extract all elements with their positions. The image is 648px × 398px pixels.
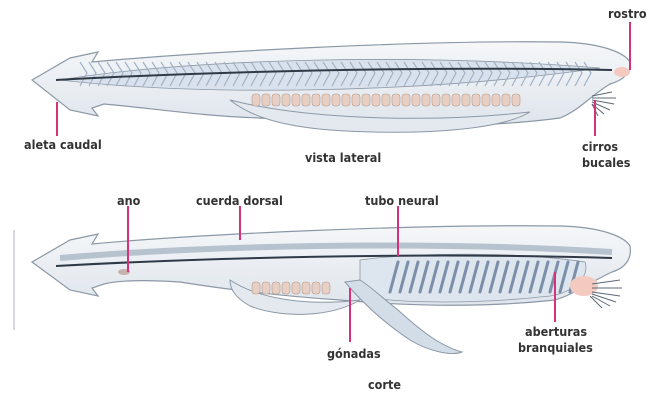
gonad-segment (332, 94, 340, 106)
gonad-segment (362, 94, 370, 106)
label-cirros: cirros (582, 139, 618, 154)
label-rostro: rostro (608, 6, 647, 21)
gonad-segment (472, 94, 480, 106)
gonad-segment (382, 94, 390, 106)
gonad-segment (302, 94, 310, 106)
gonad-segment (282, 282, 290, 294)
gonad-segment (312, 282, 320, 294)
gonad-segment (442, 94, 450, 106)
gonad-segment (292, 282, 300, 294)
gonad-segment (452, 94, 460, 106)
label-bucales: bucales (582, 155, 631, 170)
gonad-segment (252, 94, 260, 106)
gonad-segment (372, 94, 380, 106)
gonad-segment (422, 94, 430, 106)
gonad-segment (252, 282, 260, 294)
label-corte: corte (368, 377, 401, 392)
gonad-segment (502, 94, 510, 106)
gonad-segment (392, 94, 400, 106)
gonad-segment (312, 94, 320, 106)
gonad-segment (462, 94, 470, 106)
label-aberturas: aberturas (525, 324, 587, 339)
gonad-segment (272, 282, 280, 294)
section-mouth (570, 276, 598, 296)
gonad-segment (282, 94, 290, 106)
gonad-segment (512, 94, 520, 106)
label-ano: ano (117, 193, 140, 208)
gonad-segment (412, 94, 420, 106)
lateral-view-figure (32, 22, 630, 136)
gonad-segment (492, 94, 500, 106)
label-aleta-caudal: aleta caudal (24, 137, 102, 152)
gonad-segment (402, 94, 410, 106)
gonad-segment (322, 282, 330, 294)
gonad-segment (352, 94, 360, 106)
rostrum-tip (614, 67, 630, 77)
label-cuerda-dorsal: cuerda dorsal (196, 193, 283, 208)
gonad-segment (482, 94, 490, 106)
gonad-segment (322, 94, 330, 106)
label-tubo-neural: tubo neural (365, 193, 439, 208)
gonad-segment (302, 282, 310, 294)
label-gonadas: gónadas (327, 346, 381, 361)
lateral-gonads (252, 94, 520, 106)
gonad-segment (262, 94, 270, 106)
gonad-segment (262, 282, 270, 294)
label-vista-lateral: vista lateral (305, 150, 381, 165)
gonad-segment (272, 94, 280, 106)
label-branquiales: branquiales (518, 340, 593, 355)
gonad-segment (292, 94, 300, 106)
gonad-segment (342, 94, 350, 106)
gonad-segment (432, 94, 440, 106)
